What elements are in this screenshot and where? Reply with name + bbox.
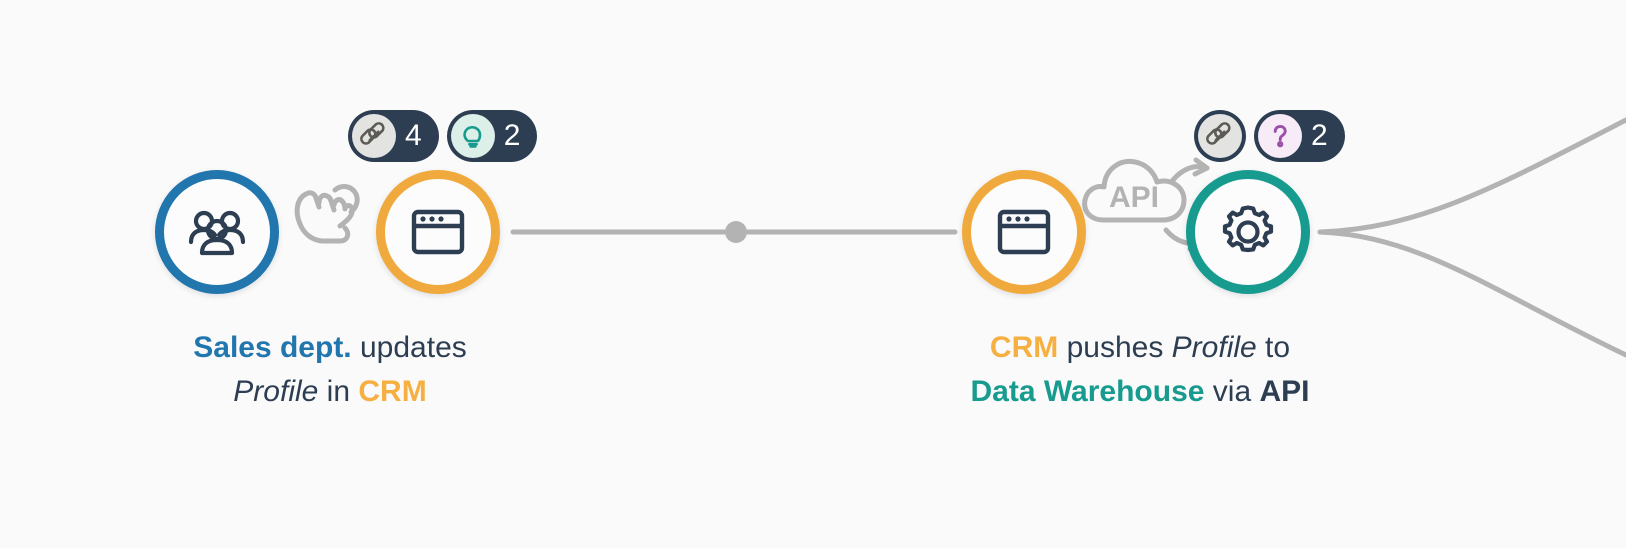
badge-links-right[interactable] bbox=[1194, 110, 1246, 162]
question-mark-icon bbox=[1258, 114, 1302, 158]
badge-questions-right[interactable]: 2 bbox=[1254, 110, 1345, 162]
branch-line-upper bbox=[1317, 117, 1626, 235]
node-crm-right[interactable] bbox=[962, 170, 1086, 294]
badge-questions-right-count: 2 bbox=[1311, 119, 1328, 152]
app-window-icon bbox=[995, 203, 1053, 261]
node-sales-dept[interactable] bbox=[155, 170, 279, 294]
link-chain-icon bbox=[352, 114, 396, 158]
caption-sales-dept: Sales dept. updates Profile in CRM bbox=[110, 326, 550, 413]
node-crm-left[interactable] bbox=[376, 170, 500, 294]
app-window-icon bbox=[409, 203, 467, 261]
caption-right-via: via bbox=[1204, 374, 1260, 408]
caption-right-crm: CRM bbox=[989, 331, 1059, 364]
hand-tap-icon bbox=[288, 176, 368, 253]
badge-ideas-left-count: 2 bbox=[503, 119, 521, 152]
caption-data-warehouse: CRM pushes Profile to Data Warehouse via… bbox=[885, 326, 1395, 413]
badge-links-left-count: 4 bbox=[405, 119, 422, 152]
caption-left-sales-dept: Sales dept. bbox=[193, 331, 352, 364]
lightbulb-icon bbox=[450, 114, 495, 158]
caption-left-updates: updates bbox=[351, 331, 467, 364]
caption-right-line2: Data Warehouse via API bbox=[885, 370, 1395, 414]
node-data-warehouse[interactable] bbox=[1186, 170, 1310, 294]
caption-left-crm: CRM bbox=[358, 374, 427, 408]
caption-right-api: API bbox=[1259, 374, 1310, 408]
link-chain-icon bbox=[1198, 114, 1242, 158]
caption-right-line1: CRM pushes Profile to bbox=[885, 326, 1395, 370]
badge-links-left[interactable]: 4 bbox=[348, 110, 439, 162]
caption-right-to: to bbox=[1256, 331, 1291, 364]
caption-right-pushes: pushes bbox=[1058, 331, 1172, 364]
caption-left-line2: Profile in CRM bbox=[110, 370, 550, 414]
caption-right-profile: Profile bbox=[1171, 331, 1257, 364]
api-cloud-label: API bbox=[1109, 181, 1159, 214]
badge-group-right: 2 bbox=[1194, 110, 1345, 162]
caption-right-data-warehouse: Data Warehouse bbox=[970, 374, 1205, 408]
badge-group-left: 4 2 bbox=[348, 110, 538, 162]
gear-icon bbox=[1218, 202, 1278, 262]
people-group-icon bbox=[186, 201, 248, 263]
caption-left-profile: Profile bbox=[233, 374, 319, 408]
connector-midpoint-dot bbox=[725, 221, 747, 243]
caption-left-line1: Sales dept. updates bbox=[110, 326, 550, 370]
caption-left-in: in bbox=[318, 374, 359, 408]
badge-ideas-left[interactable]: 2 bbox=[446, 110, 538, 162]
